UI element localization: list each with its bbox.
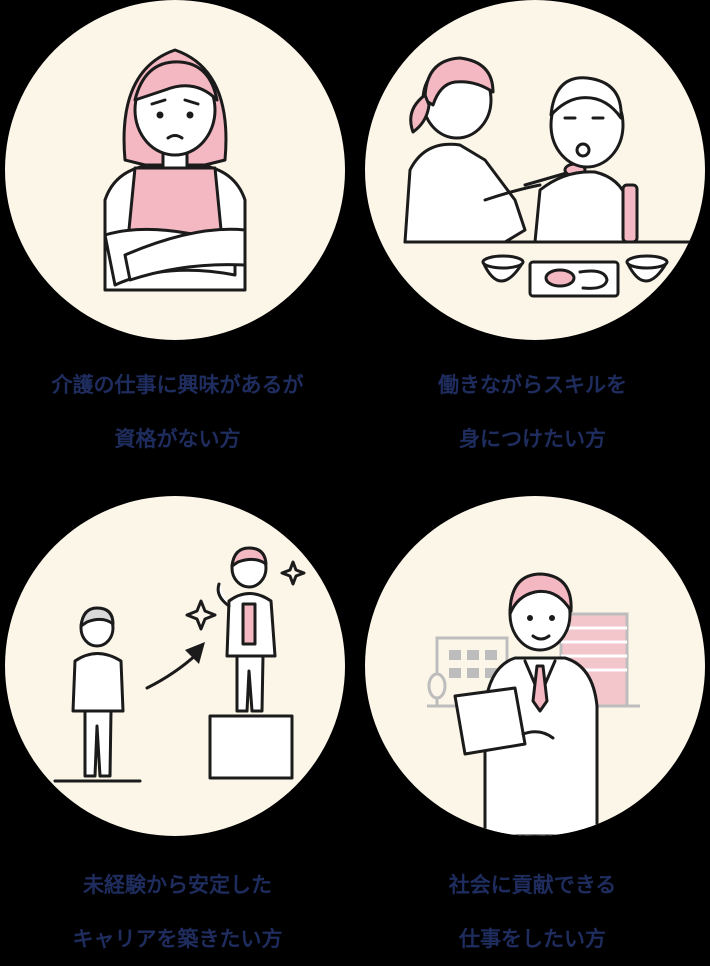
career-step-up-illustration xyxy=(53,546,306,783)
illustration-circle xyxy=(5,0,345,340)
businessman-tablet-illustration xyxy=(427,572,640,836)
card-caption: 介護の仕事に興味があるが 資格がない方 xyxy=(0,358,355,466)
caption-line-2: キャリアを築きたい方 xyxy=(72,927,283,951)
caption-line-1: 介護の仕事に興味があるが xyxy=(51,373,304,397)
caregiver-feeding-illustration xyxy=(403,56,697,298)
card-caption: 未経験から安定した キャリアを築きたい方 xyxy=(0,858,355,966)
woman-thinking-illustration xyxy=(103,48,247,292)
illustration-circle xyxy=(5,496,345,836)
caption-line-2: 身につけたい方 xyxy=(459,427,606,451)
target-card-3: 未経験から安定した キャリアを築きたい方 xyxy=(0,476,355,952)
illustration-circle xyxy=(365,0,705,340)
target-card-4: 社会に貢献できる 仕事をしたい方 xyxy=(355,476,710,952)
illustration-circle xyxy=(365,496,705,836)
caption-line-2: 資格がない方 xyxy=(114,427,241,451)
caption-line-1: 社会に貢献できる xyxy=(448,873,617,897)
card-caption: 社会に貢献できる 仕事をしたい方 xyxy=(355,858,710,966)
caption-line-1: 未経験から安定した xyxy=(83,873,272,897)
target-card-2: 働きながらスキルを 身につけたい方 xyxy=(355,0,710,476)
caption-line-1: 働きながらスキルを xyxy=(438,373,627,397)
card-caption: 働きながらスキルを 身につけたい方 xyxy=(355,358,710,466)
caption-line-2: 仕事をしたい方 xyxy=(459,927,606,951)
target-card-1: 介護の仕事に興味があるが 資格がない方 xyxy=(0,0,355,476)
